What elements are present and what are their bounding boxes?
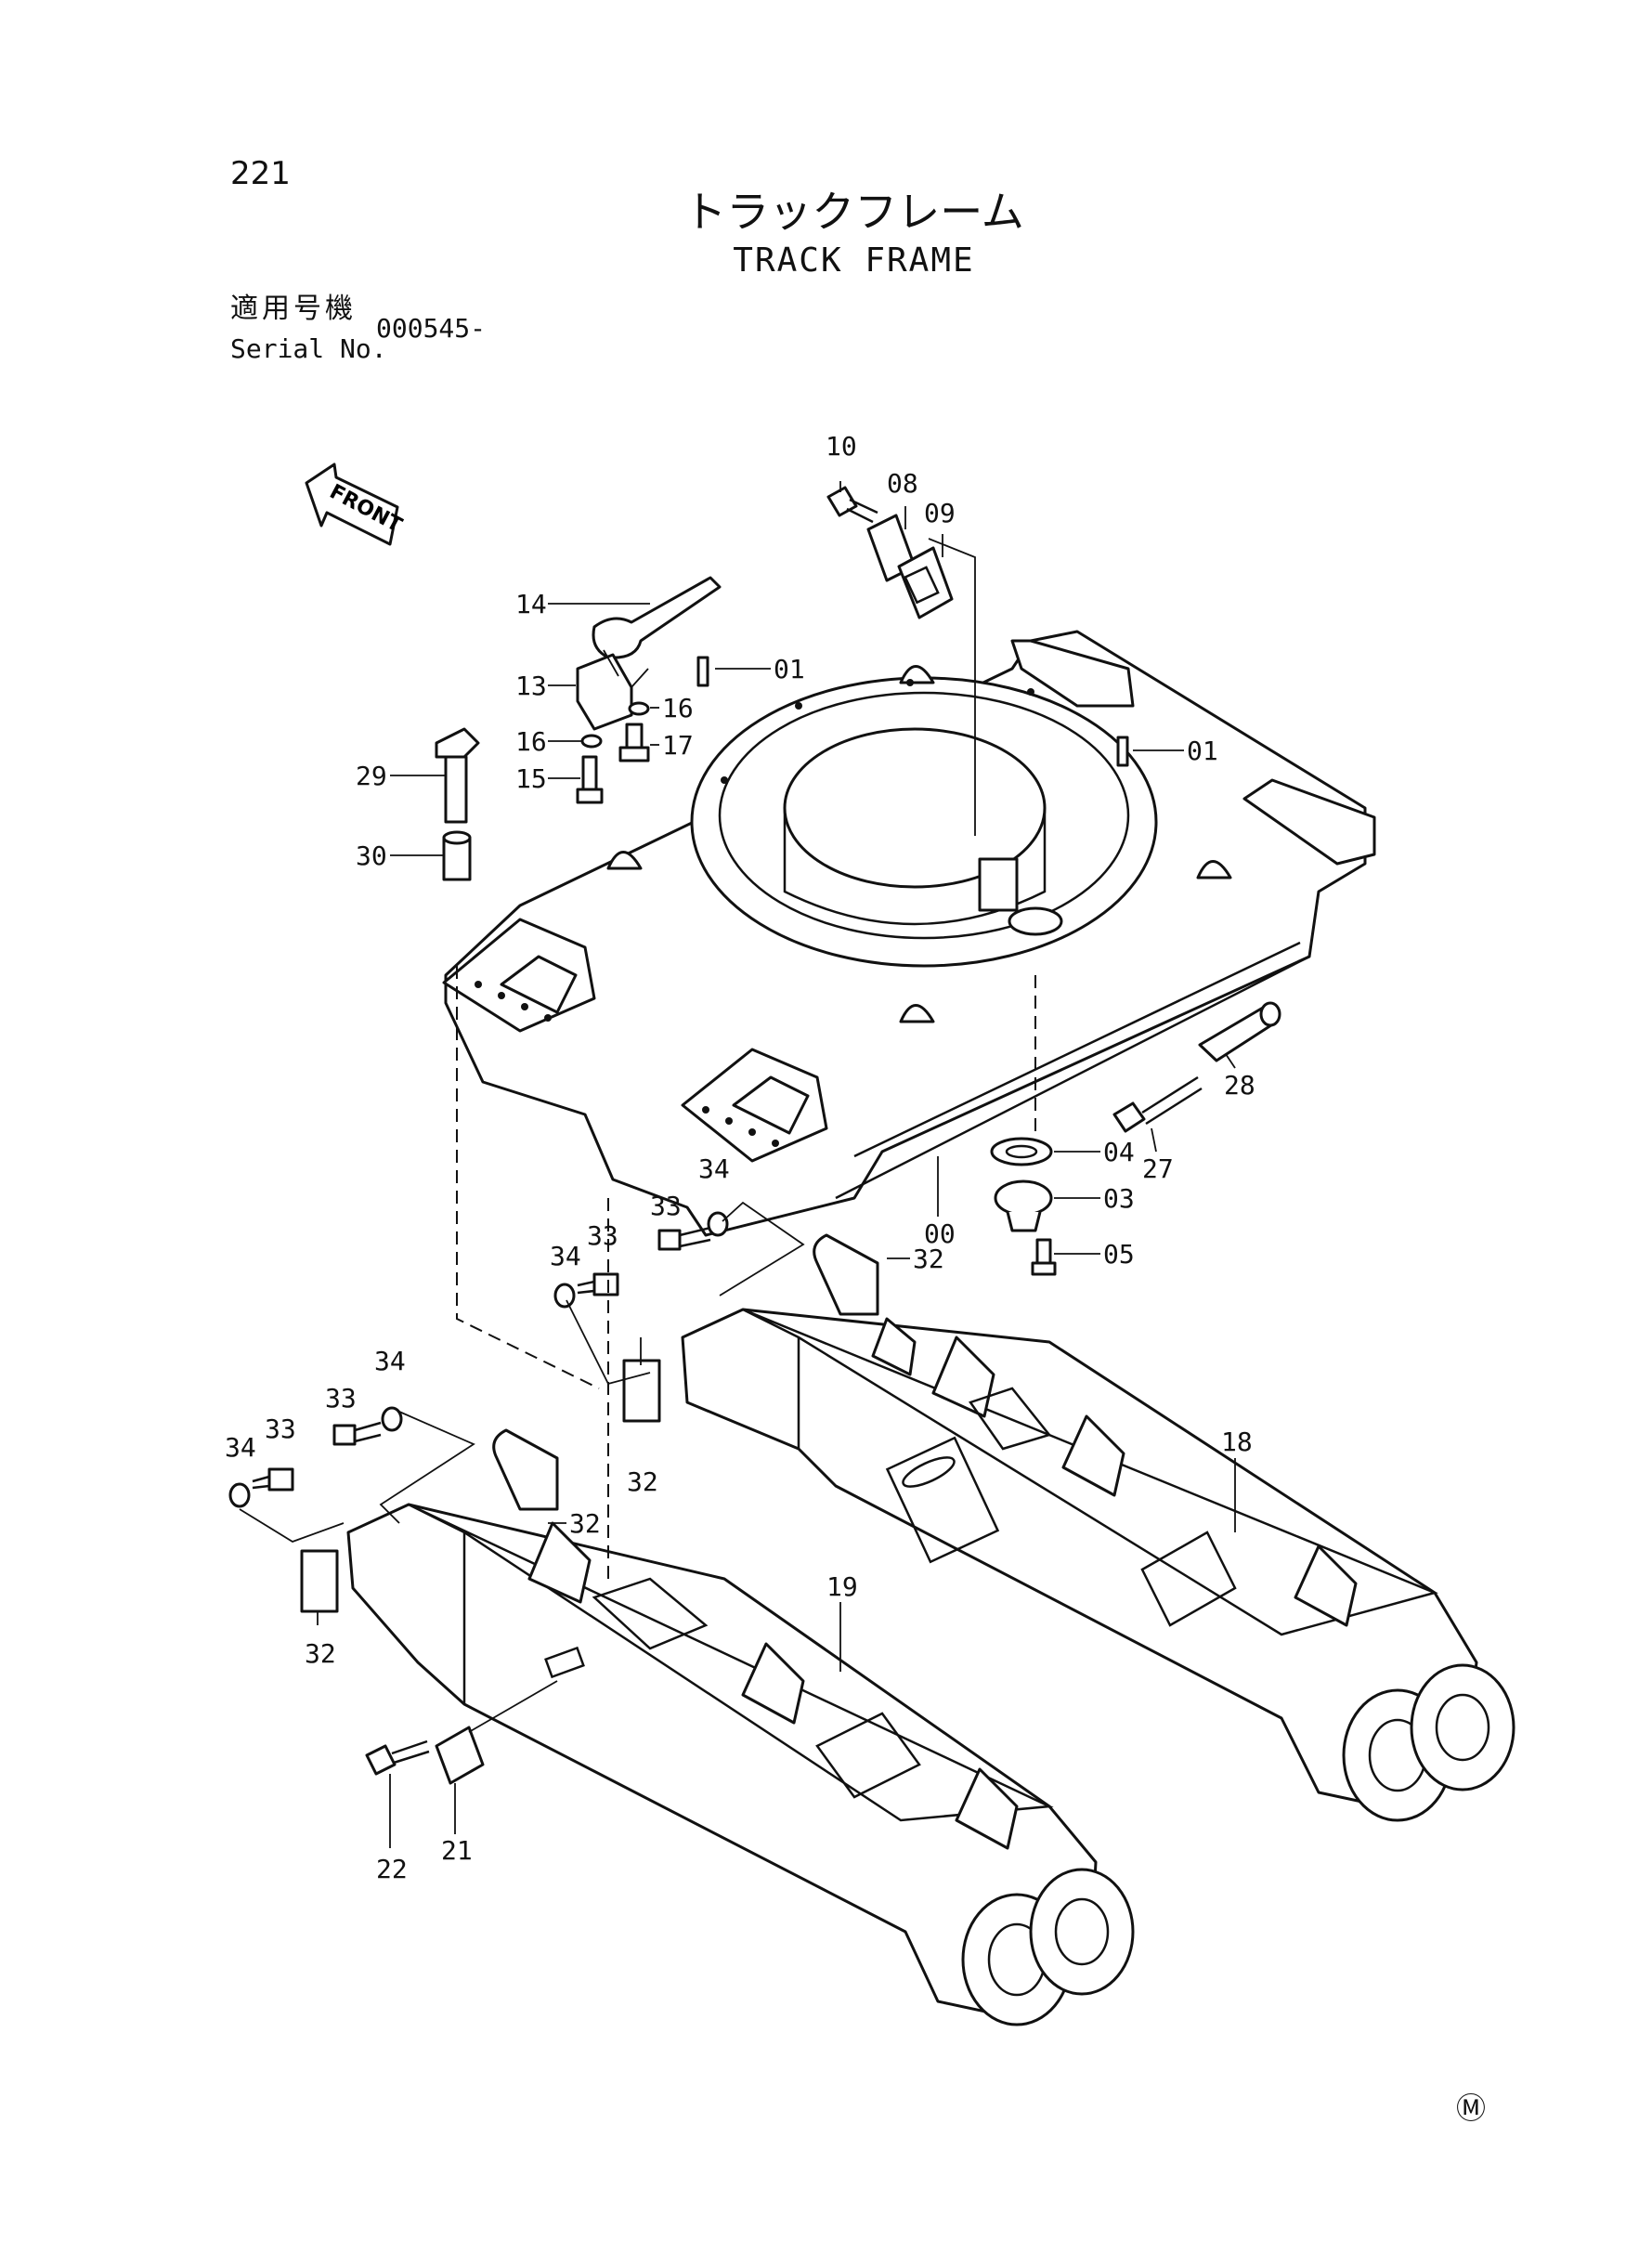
bracket-32d <box>300 1549 339 1613</box>
callout-33d: 33 <box>265 1414 296 1444</box>
spanner-14 <box>592 576 722 659</box>
bolt-10 <box>826 486 878 524</box>
title-english: TRACK FRAME <box>733 241 975 280</box>
callout-00: 00 <box>924 1218 956 1249</box>
callout-33a: 33 <box>650 1191 682 1221</box>
callout-22: 22 <box>376 1854 408 1884</box>
page-number: 221 <box>230 155 291 192</box>
callout-30: 30 <box>356 840 387 871</box>
bracket-32c <box>492 1428 559 1511</box>
callout-17: 17 <box>662 730 694 761</box>
callout-32c: 32 <box>569 1508 601 1539</box>
serial-label-english: Serial No. <box>230 333 387 364</box>
washer-34b <box>553 1283 576 1309</box>
callout-33b: 33 <box>587 1220 618 1251</box>
washer-16b <box>580 734 603 749</box>
bolt-22 <box>365 1739 430 1776</box>
callout-09: 09 <box>924 498 956 528</box>
bolt-33d <box>252 1467 294 1492</box>
serial-number-value: 000545- <box>376 313 487 344</box>
m-mark: Ⓜ <box>1456 2091 1487 2126</box>
washer-34c <box>381 1406 403 1432</box>
callout-13: 13 <box>515 671 547 701</box>
callout-32a: 32 <box>913 1244 944 1274</box>
callout-04: 04 <box>1103 1137 1135 1167</box>
callout-16a: 16 <box>662 693 694 723</box>
bolt-15 <box>576 755 604 804</box>
callout-27: 27 <box>1142 1153 1174 1184</box>
bolt-17 <box>618 723 650 762</box>
callout-08: 08 <box>887 468 918 499</box>
front-arrow-icon: FRONT <box>305 463 406 546</box>
washer-16a <box>628 701 650 716</box>
bolt-29 <box>435 727 480 824</box>
bolt-27 <box>1112 1075 1203 1133</box>
callout-34a: 34 <box>698 1153 730 1184</box>
callout-03: 03 <box>1103 1183 1135 1214</box>
callout-19: 19 <box>826 1571 858 1602</box>
callout-33c: 33 <box>325 1383 357 1414</box>
callout-34d: 34 <box>225 1432 256 1463</box>
track-frame-18 <box>681 1308 1515 1822</box>
callout-34c: 34 <box>374 1346 406 1376</box>
track-frame-19 <box>346 1503 1135 2026</box>
callout-05: 05 <box>1103 1239 1135 1270</box>
bolt-05 <box>1031 1238 1057 1276</box>
callout-28: 28 <box>1224 1070 1255 1101</box>
callout-16b: 16 <box>515 726 547 757</box>
pin-01a <box>696 656 709 687</box>
washer-34d <box>228 1482 251 1508</box>
callout-18: 18 <box>1221 1427 1253 1457</box>
callout-14: 14 <box>515 589 547 619</box>
serial-label-japanese: 適用号機 <box>230 293 357 325</box>
washer-34a <box>707 1211 729 1237</box>
callout-01b: 01 <box>1187 736 1218 766</box>
plate-09 <box>897 546 954 619</box>
callout-10: 10 <box>826 431 857 462</box>
callout-15: 15 <box>515 763 547 794</box>
gasket-04 <box>990 1137 1053 1166</box>
callout-29: 29 <box>356 761 387 791</box>
bolt-33c <box>332 1421 382 1446</box>
callout-01a: 01 <box>774 654 805 684</box>
upper-track-frame <box>442 630 1376 1237</box>
bolt-33a <box>657 1226 711 1251</box>
bolt-33b <box>577 1272 619 1296</box>
callout-32b: 32 <box>627 1466 658 1497</box>
bracket-32a <box>813 1233 879 1316</box>
clamp-13 <box>576 653 633 731</box>
callout-32d: 32 <box>305 1638 336 1669</box>
plate-21 <box>435 1726 485 1785</box>
pin-01b <box>1116 736 1129 767</box>
spacer-30 <box>442 830 472 881</box>
callout-21: 21 <box>441 1835 473 1866</box>
cover-03 <box>994 1179 1053 1232</box>
callout-34b: 34 <box>550 1241 581 1271</box>
pin-28 <box>1198 1001 1281 1062</box>
bracket-32b <box>622 1359 661 1423</box>
title-japanese: トラックフレーム <box>683 187 1024 237</box>
